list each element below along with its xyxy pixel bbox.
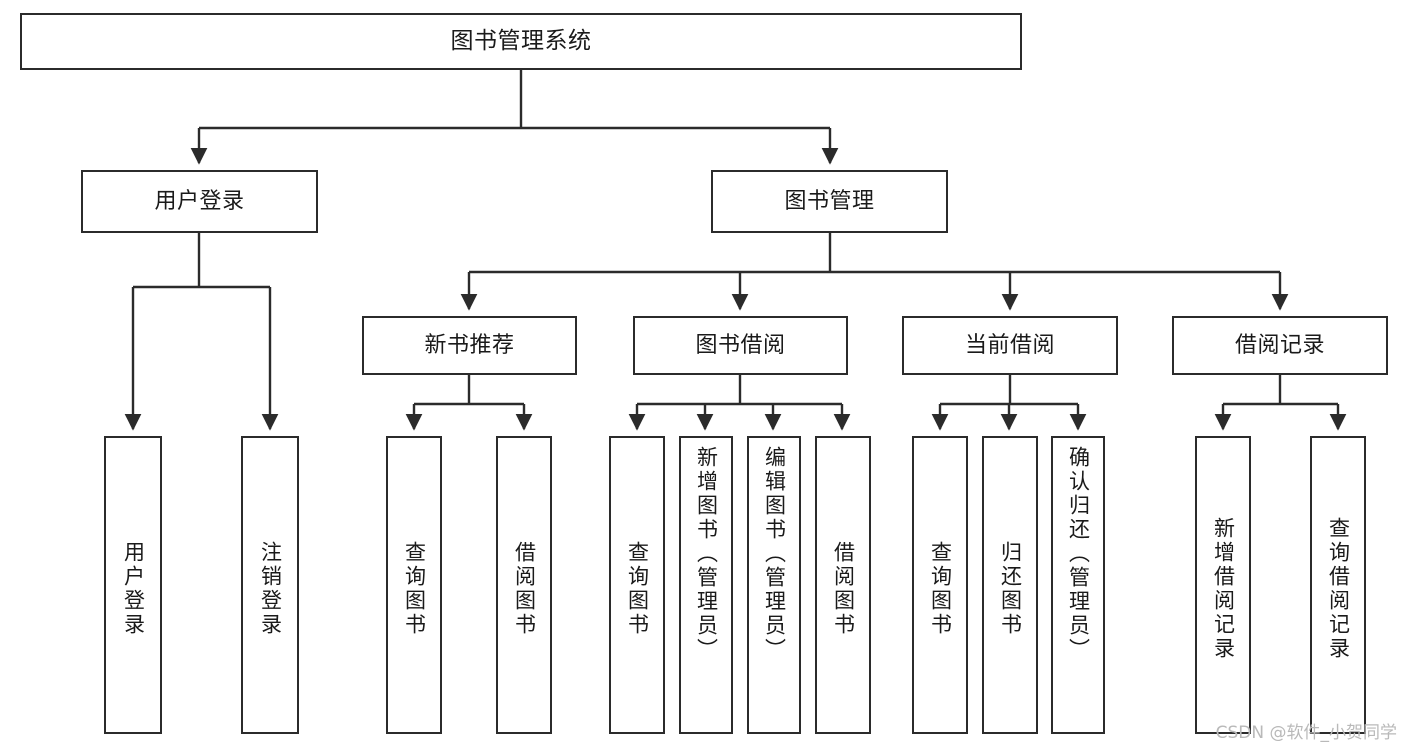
leaf-new-book-query[interactable]: 查询图书 xyxy=(386,436,442,734)
leaf-borrow-query-book[interactable]: 查询图书 xyxy=(609,436,665,734)
leaf-current-query-book-label: 查询图书 xyxy=(928,541,953,637)
node-root[interactable]: 图书管理系统 xyxy=(20,13,1022,70)
node-book-borrow-label: 图书借阅 xyxy=(695,332,786,358)
leaf-add-borrow-record-label: 新增借阅记录 xyxy=(1211,517,1236,661)
node-user-login[interactable]: 用户登录 xyxy=(81,170,318,233)
node-new-book-recommend[interactable]: 新书推荐 xyxy=(362,316,577,375)
leaf-user-login-label: 用户登录 xyxy=(121,541,146,637)
leaf-logout[interactable]: 注销登录 xyxy=(241,436,299,734)
node-book-management[interactable]: 图书管理 xyxy=(711,170,948,233)
node-current-borrow-label: 当前借阅 xyxy=(964,332,1055,358)
node-root-label: 图书管理系统 xyxy=(450,27,592,54)
node-current-borrow[interactable]: 当前借阅 xyxy=(902,316,1118,375)
leaf-borrow-query-book-label: 查询图书 xyxy=(625,541,650,637)
leaf-new-book-query-label: 查询图书 xyxy=(402,541,427,637)
leaf-user-login[interactable]: 用户登录 xyxy=(104,436,162,734)
leaf-borrow-book-label: 借阅图书 xyxy=(831,541,856,637)
leaf-borrow-book[interactable]: 借阅图书 xyxy=(815,436,871,734)
node-borrow-records-label: 借阅记录 xyxy=(1234,332,1325,358)
leaf-new-book-borrow-label: 借阅图书 xyxy=(512,541,537,637)
leaf-logout-label: 注销登录 xyxy=(258,541,283,637)
leaf-confirm-return-admin[interactable]: 确认归还（管理员） xyxy=(1051,436,1105,734)
leaf-add-book-admin[interactable]: 新增图书（管理员） xyxy=(679,436,733,734)
leaf-current-query-book[interactable]: 查询图书 xyxy=(912,436,968,734)
leaf-edit-book-admin-label: 编辑图书（管理员） xyxy=(762,446,787,662)
leaf-add-book-admin-label: 新增图书（管理员） xyxy=(694,446,719,662)
watermark: CSDN @软件_小贺同学 xyxy=(1215,723,1397,743)
leaf-new-book-borrow[interactable]: 借阅图书 xyxy=(496,436,552,734)
leaf-query-borrow-record-label: 查询借阅记录 xyxy=(1326,517,1351,661)
node-book-borrow[interactable]: 图书借阅 xyxy=(633,316,848,375)
node-new-book-recommend-label: 新书推荐 xyxy=(424,332,515,358)
leaf-confirm-return-admin-label: 确认归还（管理员） xyxy=(1066,446,1091,662)
leaf-edit-book-admin[interactable]: 编辑图书（管理员） xyxy=(747,436,801,734)
node-book-management-label: 图书管理 xyxy=(784,188,875,214)
leaf-add-borrow-record[interactable]: 新增借阅记录 xyxy=(1195,436,1251,734)
leaf-query-borrow-record[interactable]: 查询借阅记录 xyxy=(1310,436,1366,734)
node-borrow-records[interactable]: 借阅记录 xyxy=(1172,316,1388,375)
leaf-return-book-label: 归还图书 xyxy=(998,541,1023,637)
leaf-return-book[interactable]: 归还图书 xyxy=(982,436,1038,734)
node-user-login-label: 用户登录 xyxy=(154,188,245,214)
